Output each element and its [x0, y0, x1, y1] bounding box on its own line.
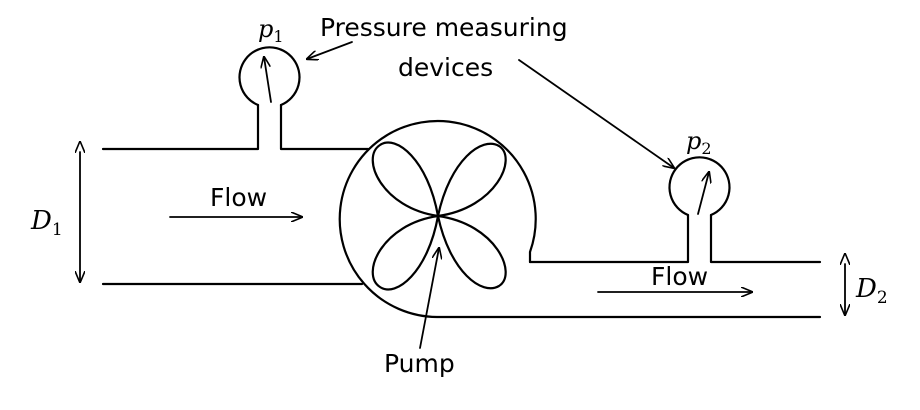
- pressure-devices-label-line1: Pressure measuring: [320, 13, 568, 42]
- gauge-p1-needle: [264, 57, 272, 103]
- gauge-p2-bulb: [668, 156, 731, 217]
- inlet-pipe: [101, 103, 370, 286]
- pump-label: Pump: [384, 349, 455, 378]
- pressure-gauge-p1: [238, 46, 301, 107]
- callout-arrow-p1: [307, 41, 353, 59]
- pressure-devices-label-line2: devices: [398, 53, 493, 82]
- outlet-pipe-top-wall: [528, 213, 690, 264]
- pump-impeller: [371, 141, 507, 291]
- outlet-pipe-top-wall-right: [709, 213, 822, 264]
- inlet-pipe-top-wall: [101, 103, 260, 151]
- outlet-pipe: [528, 213, 822, 264]
- pressure-gauge-p2: [668, 156, 731, 217]
- callout-arrow-p2: [518, 59, 674, 168]
- flow-label-outlet: Flow: [651, 262, 708, 291]
- p1-label: p1: [258, 15, 284, 46]
- pump: [338, 119, 822, 319]
- d1-label: D1: [30, 206, 63, 240]
- d2-label: D2: [855, 274, 888, 308]
- callout-arrow-pump: [419, 248, 439, 349]
- pump-casing: [338, 119, 822, 319]
- inlet-pipe-top-wall-right: [279, 103, 370, 151]
- gauge-p2-needle: [697, 172, 709, 215]
- p2-label: p2: [686, 127, 712, 158]
- flow-label-inlet: Flow: [210, 183, 267, 212]
- gauge-p1-bulb: [238, 46, 301, 107]
